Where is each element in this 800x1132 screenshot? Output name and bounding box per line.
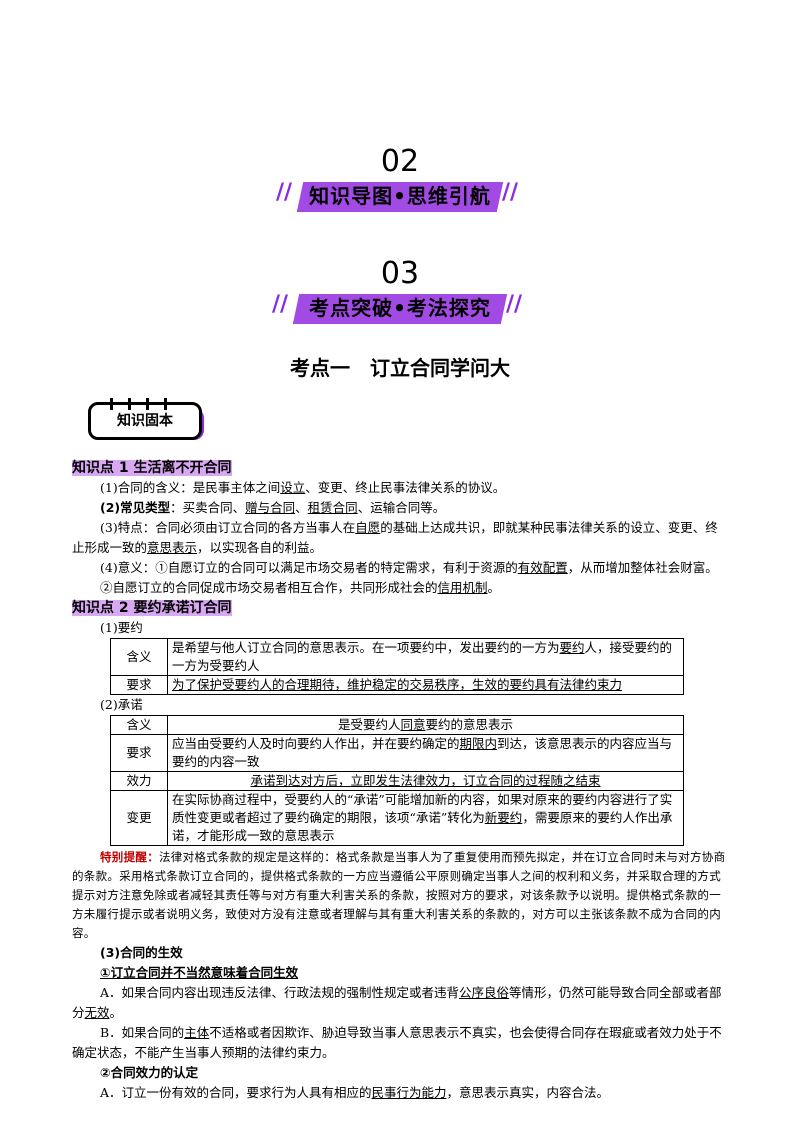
section-banner-exam: // // 考点突破•考法探究 bbox=[0, 288, 800, 328]
binder-ring bbox=[146, 398, 149, 410]
table-header-cell: 效力 bbox=[110, 771, 168, 791]
box-frame bbox=[88, 402, 202, 440]
table-row: 含义 是希望与他人订立合同的意思表示。在一项要约中，发出要约的一方为要约人，接受… bbox=[110, 638, 684, 676]
table-cell: 应当由受要约人及时向要约人作出，并在要约确定的期限内到达，该意思表示的内容应当与… bbox=[167, 734, 684, 772]
slash-decoration-left: // bbox=[272, 292, 289, 317]
kp1-definition: (1)合同的含义：是民事主体之间设立、变更、终止民事法律关系的协议。 bbox=[100, 480, 506, 495]
acceptance-table: 含义 是受要约人同意要约的意思表示 要求 应当由受要约人及时向要约人作出，并在要… bbox=[110, 715, 684, 846]
table-header-cell: 要求 bbox=[110, 675, 168, 695]
table-cell: 是希望与他人订立合同的意思表示。在一项要约中，发出要约的一方为要约人，接受要约的… bbox=[167, 638, 684, 676]
section-title: 知识导图•思维引航 bbox=[309, 184, 491, 208]
table-header-cell: 要求 bbox=[110, 734, 168, 772]
effect-point-2a: A．订立一份有效的合同，要求行为人具有相应的民事行为能力，意思表示真实，内容合法… bbox=[100, 1085, 610, 1100]
table-header-cell: 含义 bbox=[110, 715, 168, 735]
table-row: 要求 为了保护受要约人的合理期待，维护稳定的交易秩序，生效的要约具有法律约束力 bbox=[110, 675, 684, 695]
effect-subtitle-1: ①订立合同并不当然意味着合同生效 bbox=[100, 965, 299, 980]
table-cell: 为了保护受要约人的合理期待，维护稳定的交易秩序，生效的要约具有法律约束力 bbox=[167, 675, 684, 695]
table-row: 效力 承诺到达对方后，立即发生法律效力，订立合同的过程随之结束 bbox=[110, 771, 684, 791]
knowledge-box-label: 知识固本 bbox=[88, 398, 204, 440]
slash-decoration-right: // bbox=[502, 180, 519, 205]
kp1-types: (2)常见类型：买卖合同、赠与合同、租赁合同、运输合同等。 bbox=[100, 500, 446, 515]
effect-point-a: A．如果合同内容出现违反法律、行政法规的强制性规定或者违背公序良俗等情形，仍然可… bbox=[72, 985, 722, 1020]
acceptance-label: (2)承诺 bbox=[100, 697, 143, 712]
table-cell: 是受要约人同意要约的意思表示 bbox=[167, 715, 684, 735]
section-banner-mindmap: // // 知识导图•思维引航 bbox=[0, 176, 800, 216]
table-header-cell: 含义 bbox=[110, 638, 168, 676]
binder-ring bbox=[110, 398, 113, 410]
section-number-02: 02 bbox=[380, 144, 420, 179]
contract-effect-label: (3)合同的生效 bbox=[100, 945, 183, 960]
offer-table: 含义 是希望与他人订立合同的意思表示。在一项要约中，发出要约的一方为要约人，接受… bbox=[110, 638, 684, 695]
table-cell: 承诺到达对方后，立即发生法律效力，订立合同的过程随之结束 bbox=[167, 771, 684, 791]
topic-title: 考点一 订立合同学问大 bbox=[290, 356, 510, 380]
special-reminder: 特别提醒：法律对格式条款的规定是这样的：格式条款是当事人为了重复使用而预先拟定，… bbox=[72, 850, 726, 940]
table-cell: 在实际协商过程中，受要约人的“承诺”可能增加新的内容，如果对原来的要约内容进行了… bbox=[167, 790, 684, 846]
kp1-significance-1: (4)意义：①自愿订立的合同可以满足市场交易者的特定需求，有利于资源的有效配置，… bbox=[100, 560, 718, 575]
slash-decoration-left: // bbox=[276, 180, 293, 205]
knowledge-point-2-title: 知识点 2 要约承诺订合同 bbox=[72, 600, 232, 616]
slash-decoration-right: // bbox=[506, 292, 523, 317]
table-row: 含义 是受要约人同意要约的意思表示 bbox=[110, 715, 684, 735]
binder-ring bbox=[128, 398, 131, 410]
section-title: 考点突破•考法探究 bbox=[309, 296, 491, 320]
effect-point-b: B．如果合同的主体不适格或者因欺诈、胁迫导致当事人意思表示不真实，也会使得合同存… bbox=[72, 1025, 722, 1060]
offer-label: (1)要约 bbox=[100, 620, 143, 635]
main-content: 知识点 1 生活离不开合同 (1)合同的含义：是民事主体之间设立、变更、终止民事… bbox=[72, 458, 730, 1103]
table-row: 要求 应当由受要约人及时向要约人作出，并在要约确定的期限内到达，该意思表示的内容… bbox=[110, 734, 684, 772]
kp1-significance-2: ②自愿订立的合同促成市场交易者相互合作，共同形成社会的信用机制。 bbox=[100, 580, 501, 595]
binder-ring bbox=[164, 398, 167, 410]
table-header-cell: 变更 bbox=[110, 790, 168, 846]
section-number-03: 03 bbox=[380, 256, 420, 291]
knowledge-point-1-title: 知识点 1 生活离不开合同 bbox=[72, 460, 232, 476]
table-row: 变更 在实际协商过程中，受要约人的“承诺”可能增加新的内容，如果对原来的要约内容… bbox=[110, 790, 684, 846]
kp1-features: (3)特点：合同必须由订立合同的各方当事人在自愿的基础上达成共识，即就某种民事法… bbox=[72, 520, 718, 555]
effect-subtitle-2: ②合同效力的认定 bbox=[100, 1065, 199, 1080]
